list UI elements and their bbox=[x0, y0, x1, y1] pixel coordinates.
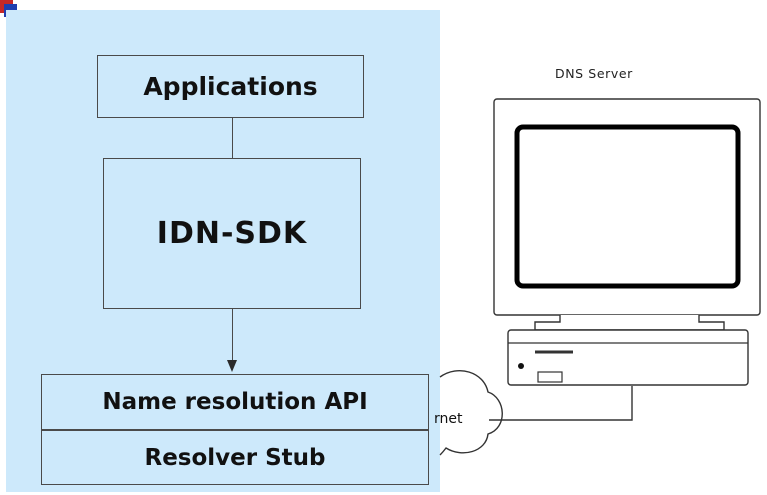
connector-apps-to-sdk bbox=[232, 118, 233, 158]
name-resolution-api-box: Name resolution API bbox=[41, 374, 429, 430]
internet-label: rnet bbox=[434, 411, 463, 427]
connector-sdk-to-api bbox=[232, 309, 233, 361]
dns-server-computer-icon bbox=[493, 98, 761, 386]
drive-bay bbox=[537, 371, 563, 383]
internet-cloud-icon bbox=[439, 369, 503, 456]
idn-sdk-box: IDN-SDK bbox=[103, 158, 361, 309]
client-panel: Applications IDN-SDK Name resolution API… bbox=[6, 10, 440, 492]
applications-box: Applications bbox=[97, 55, 364, 118]
network-cable bbox=[489, 386, 633, 421]
arrow-down-icon bbox=[227, 360, 237, 372]
resolver-stub-label: Resolver Stub bbox=[144, 444, 326, 471]
system-unit bbox=[507, 329, 749, 386]
name-resolution-api-label: Name resolution API bbox=[102, 389, 368, 415]
power-led-icon bbox=[518, 363, 524, 369]
dns-server-title: DNS Server bbox=[555, 66, 633, 81]
resolver-stub-box: Resolver Stub bbox=[41, 430, 429, 485]
applications-label: Applications bbox=[143, 72, 318, 101]
monitor-screen bbox=[514, 124, 741, 289]
monitor-stand bbox=[534, 315, 725, 331]
idn-sdk-label: IDN-SDK bbox=[156, 216, 308, 251]
